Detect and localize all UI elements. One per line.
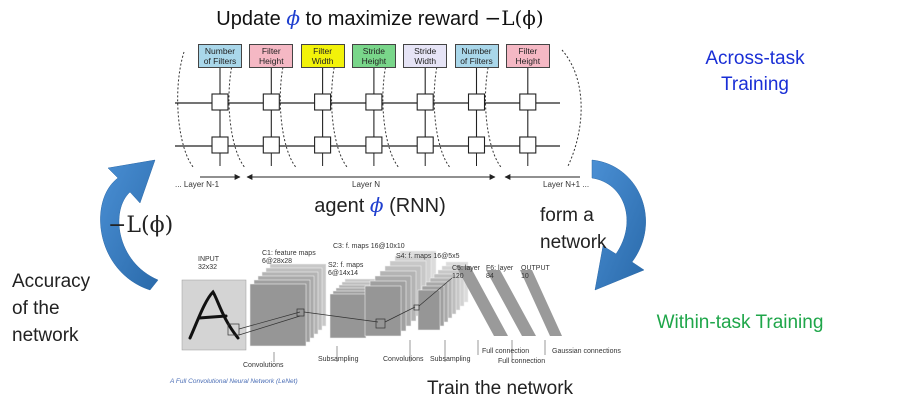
loss-label: −L(ϕ) bbox=[108, 213, 174, 238]
feedback-arrow bbox=[100, 159, 159, 291]
lenet-s4-stack bbox=[417, 261, 469, 331]
rnn-hidden-unit bbox=[262, 93, 280, 111]
rnn-feedback-dotted bbox=[228, 51, 246, 169]
rnn-feedback-dotted bbox=[177, 51, 195, 169]
lenet-s4-label: S4: f. maps 16@5x5 bbox=[396, 253, 460, 260]
reward-formula: −L(ϕ) bbox=[484, 6, 544, 30]
rnn-hidden-unit bbox=[314, 136, 332, 154]
rnn-feedback-dotted bbox=[331, 51, 349, 169]
rnn-feedback-dotted-end bbox=[561, 49, 582, 167]
across-task-label: Across-task Training bbox=[705, 48, 805, 95]
rnn-hidden-unit bbox=[467, 136, 486, 154]
op-full-connection-1: Full connection bbox=[482, 348, 530, 355]
op-gaussian-connections: Gaussian connections bbox=[552, 348, 621, 355]
diagram-title: Update ϕ to maximize reward −L(ϕ) bbox=[216, 6, 544, 30]
rnn-feedback-dotted bbox=[279, 51, 297, 169]
layer-n-minus-1-label: ... Layer N-1 bbox=[175, 180, 220, 189]
lenet-input bbox=[181, 279, 247, 351]
lenet-diagram bbox=[181, 250, 562, 362]
within-task-label: Within-task Training bbox=[656, 312, 824, 333]
rnn-hidden-unit bbox=[519, 136, 537, 154]
layer-n-label: Layer N bbox=[352, 180, 381, 189]
layer-n-plus-1-label: Layer N+1 ... bbox=[543, 180, 590, 189]
lenet-caption: A Full Convolutional Neural Network (LeN… bbox=[170, 378, 298, 385]
feature-map bbox=[249, 283, 307, 347]
op-full-connection-2: Full connection bbox=[498, 358, 546, 365]
phi-symbol: ϕ bbox=[286, 6, 300, 30]
rnn-feedback-dotted bbox=[433, 51, 451, 169]
lenet-c3-label: C3: f. maps 16@10x10 bbox=[333, 243, 405, 250]
lenet-output bbox=[520, 270, 562, 336]
form-network-label: form a network bbox=[540, 205, 607, 253]
rnn-hidden-unit bbox=[365, 93, 383, 111]
rnn-hidden-unit bbox=[519, 93, 537, 111]
feature-map bbox=[364, 285, 402, 337]
rnn-hidden-unit bbox=[467, 93, 486, 111]
op-convolutions-2: Convolutions bbox=[383, 356, 424, 363]
rnn-hidden-unit bbox=[211, 136, 229, 154]
agent-label: agent ϕ (RNN) bbox=[314, 193, 446, 217]
op-subsampling-2: Subsampling bbox=[430, 356, 471, 363]
lenet-c1-stack bbox=[249, 263, 327, 347]
rnn-hidden-unit bbox=[211, 93, 229, 111]
lenet-input-letter bbox=[188, 289, 240, 340]
op-subsampling-1: Subsampling bbox=[318, 356, 359, 363]
rnn-hidden-unit bbox=[416, 93, 434, 111]
rnn-hidden-unit bbox=[314, 93, 332, 111]
lenet-op-ticks bbox=[273, 340, 546, 362]
rnn-hidden-unit bbox=[416, 136, 434, 154]
rnn-feedback-dotted bbox=[382, 51, 400, 169]
feature-map bbox=[417, 289, 441, 331]
form-network-arrow bbox=[591, 159, 646, 291]
lenet-projections bbox=[227, 277, 453, 336]
lenet-f6 bbox=[486, 270, 536, 336]
train-network-label: Train the network bbox=[426, 378, 574, 399]
op-convolutions-1: Convolutions bbox=[243, 362, 284, 369]
rnn-hidden-unit bbox=[365, 136, 383, 154]
lenet-c5 bbox=[456, 266, 508, 336]
accuracy-label: Accuracy of the network bbox=[12, 271, 91, 346]
rnn-feedback-dotted bbox=[485, 51, 503, 169]
rnn-hidden-unit bbox=[262, 136, 280, 154]
